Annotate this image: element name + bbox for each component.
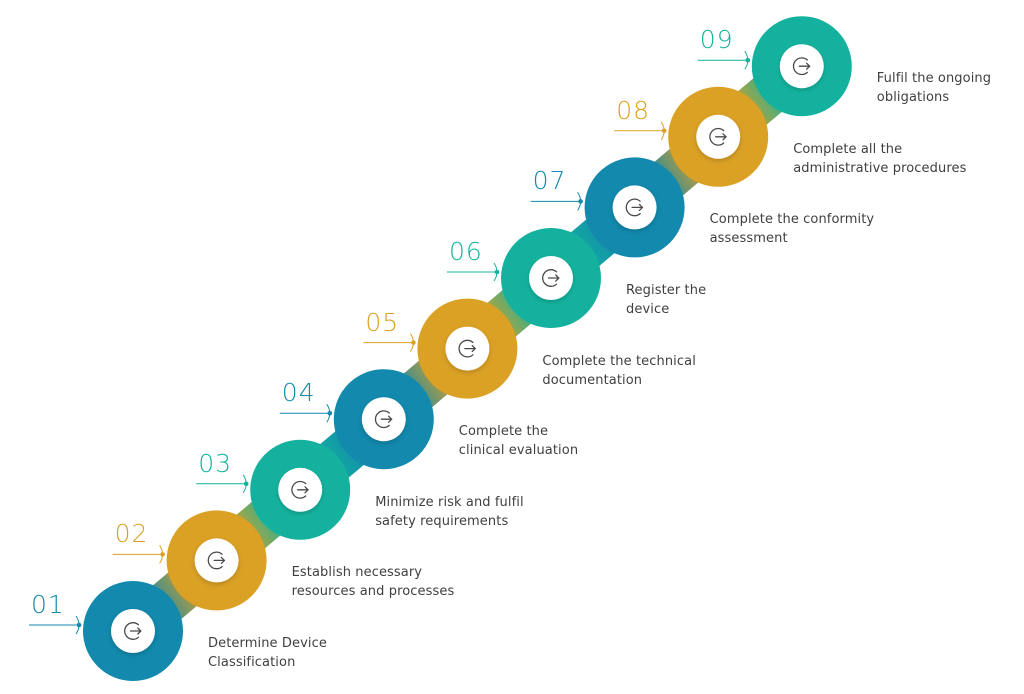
- step-description: Complete all the administrative procedure…: [793, 140, 966, 178]
- step-description-line: Fulfil the ongoing: [876, 71, 992, 87]
- leader-dot: [661, 128, 667, 134]
- step-description: Minimize risk and fulfil safety requireme…: [375, 493, 524, 531]
- step-description: Establish necessary resources and process…: [292, 563, 455, 601]
- leader-dot: [76, 622, 82, 628]
- step-description-line: Complete the technical: [542, 353, 696, 369]
- arrow-right-circle-icon: [458, 339, 476, 358]
- step-description: Register the device: [626, 281, 706, 319]
- step-description-line: Complete the: [458, 424, 549, 440]
- step-description-line: assessment: [709, 231, 788, 247]
- step-description-line: device: [626, 302, 670, 317]
- step-description-line: documentation: [542, 372, 643, 388]
- leader-dot: [745, 57, 751, 63]
- leader-dot: [327, 410, 333, 416]
- step-description-line: Minimize risk and fulfil: [375, 494, 524, 510]
- step-number: 03: [198, 448, 232, 478]
- step-description-line: clinical evaluation: [458, 443, 579, 459]
- step-number: 05: [365, 307, 400, 337]
- step-description-line: Register the: [626, 283, 707, 298]
- arrow-right-circle-icon: [291, 480, 309, 499]
- step-description-line: Classification: [208, 655, 296, 670]
- leader-dot: [411, 340, 416, 345]
- step-number: 09: [699, 25, 734, 55]
- arrow-right-circle-icon: [625, 198, 644, 217]
- step-description-line: safety requirements: [375, 513, 509, 529]
- step-description-line: Determine Device: [208, 636, 327, 651]
- step-description-line: obligations: [876, 90, 950, 106]
- step-description-line: administrative procedures: [793, 160, 967, 176]
- arrow-right-circle-icon: [542, 269, 560, 287]
- arrow-right-circle-icon: [124, 622, 142, 640]
- step-number: 01: [31, 590, 65, 619]
- step-number: 08: [616, 95, 650, 125]
- arrow-right-circle-icon: [374, 410, 393, 429]
- step-description-line: Complete all the: [793, 141, 903, 157]
- leader-dot: [243, 481, 249, 487]
- leader-dot: [494, 269, 500, 275]
- step-description-line: resources and processes: [291, 584, 455, 600]
- step-description-line: Complete the conformity: [709, 212, 875, 228]
- step-number: 02: [114, 519, 149, 549]
- leader-dot: [160, 552, 165, 557]
- arrow-right-circle-icon: [207, 551, 226, 570]
- step-number: 07: [532, 166, 567, 196]
- step-description: Fulfil the ongoing obligations: [877, 69, 991, 107]
- step-description: Complete the clinical evaluation: [459, 422, 578, 460]
- step-number: 04: [281, 378, 316, 408]
- step-description-line: Establish necessary: [291, 565, 423, 581]
- step-description: Complete the conformity assessment: [710, 210, 875, 248]
- arrow-right-circle-icon: [792, 57, 811, 76]
- step-description: Complete the technical documentation: [542, 352, 696, 390]
- leader-dot: [578, 199, 583, 204]
- step-number: 06: [449, 237, 483, 266]
- arrow-right-circle-icon: [709, 127, 727, 146]
